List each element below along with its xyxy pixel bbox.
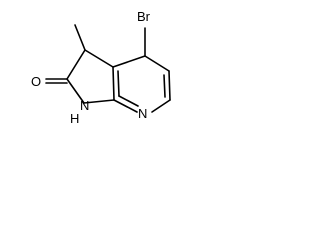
bond-c3-c3a	[84, 49, 114, 68]
bond-n7-c7a-inner	[118, 95, 139, 107]
bond-c3a-c7a-inner	[117, 70, 120, 97]
bond-n1-c7a	[83, 99, 115, 104]
chemical-structure: Br O N H N	[31, 9, 171, 126]
bond-c2-n1	[66, 78, 85, 104]
atom-label-br: Br	[137, 9, 151, 24]
bond-n7-c7a	[113, 99, 138, 113]
bond-c3-c2	[66, 49, 86, 80]
atom-label-h: H	[70, 111, 79, 126]
bond-c6-n7	[151, 99, 171, 113]
atom-labels: Br O N H N	[31, 9, 151, 126]
bond-c5-c6-inner	[163, 74, 166, 98]
bond-c3a-c4	[112, 55, 146, 68]
atom-label-n: N	[138, 106, 147, 121]
bond-c4-c5	[144, 55, 170, 72]
bond-c3a-c7a	[112, 66, 115, 101]
bonds	[45, 24, 171, 113]
bond-c5-c6	[168, 70, 171, 101]
atom-label-o: O	[31, 74, 41, 89]
atom-label-nh: N	[80, 98, 89, 113]
bond-c3-methyl	[74, 24, 86, 51]
